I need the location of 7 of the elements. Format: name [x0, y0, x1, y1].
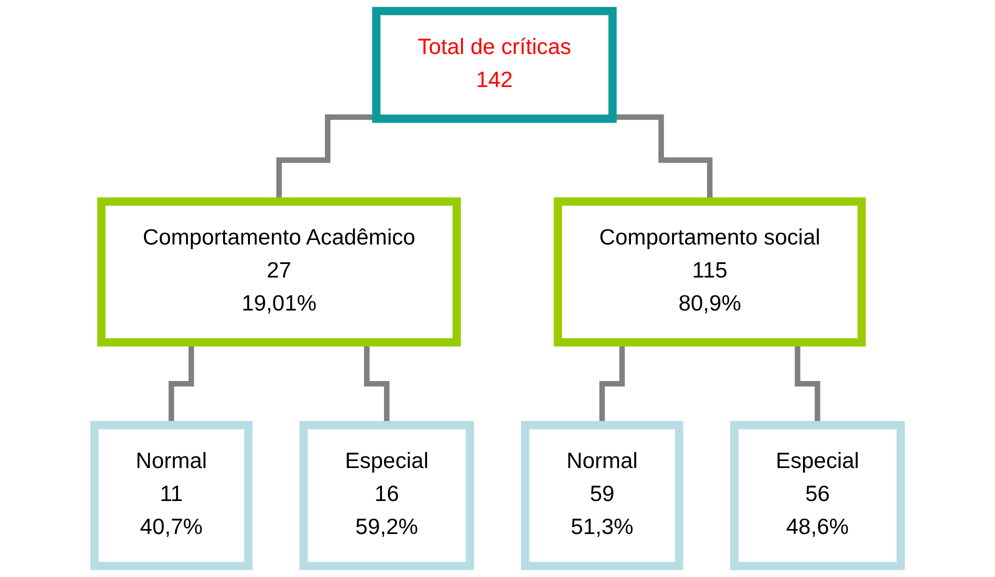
node-box: Comportamento social 115 80,9% [554, 197, 866, 346]
node-box: Comportamento Acadêmico 27 19,01% [97, 197, 461, 346]
node-box: Especial 16 59,2% [299, 421, 474, 570]
node-box: Normal 59 51,3% [520, 421, 684, 570]
node-box: Total de críticas 142 [372, 6, 617, 123]
node-box: Normal 11 40,7% [90, 421, 252, 570]
node-box: Especial 56 48,6% [730, 421, 905, 570]
